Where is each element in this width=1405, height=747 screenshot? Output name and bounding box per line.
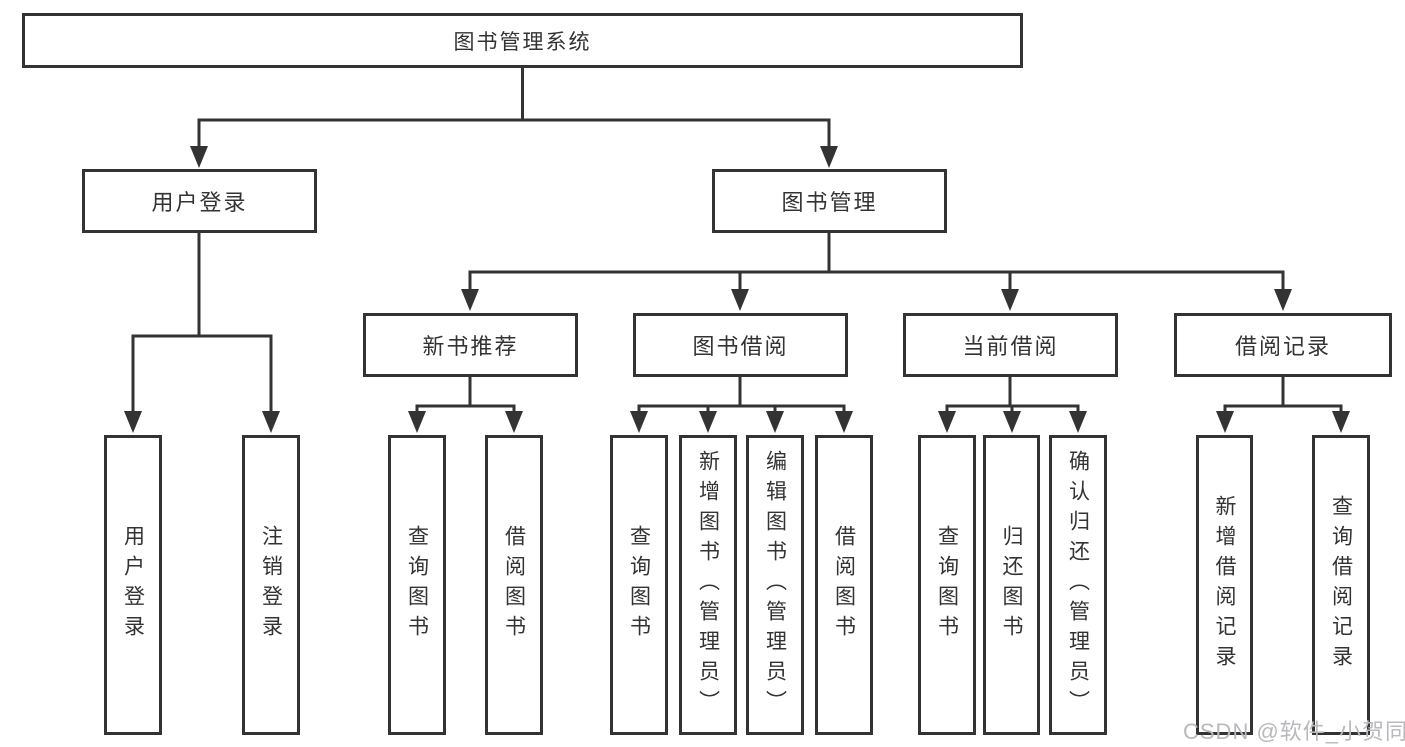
leaf-query-books-current: 查询图书 xyxy=(918,435,976,735)
node-user-login-label: 用户登录 xyxy=(151,190,248,215)
leaf-user-login-label: 用户登录 xyxy=(121,525,145,645)
leaf-confirm-return-admin: 确认归还（管理员） xyxy=(1049,435,1107,735)
leaf-query-books-recommend-label: 查询图书 xyxy=(405,525,429,645)
node-current-borrowing-label: 当前借阅 xyxy=(962,334,1059,359)
leaf-return-book: 归还图书 xyxy=(983,435,1040,735)
node-book-management-label: 图书管理 xyxy=(781,190,878,215)
node-new-book-recommend-label: 新书推荐 xyxy=(422,334,519,359)
leaf-query-books-recommend: 查询图书 xyxy=(388,435,446,735)
connector-records-to-leaves xyxy=(1223,377,1343,413)
leaf-confirm-return-admin-label: 确认归还（管理员） xyxy=(1066,450,1090,720)
watermark: CSDN @软件_小贺同学 xyxy=(1183,719,1405,744)
connector-bookmgmt-to-level3 xyxy=(468,233,1285,292)
arrowheads xyxy=(124,146,1350,433)
leaf-query-borrow-record-label: 查询借阅记录 xyxy=(1329,495,1353,675)
leaf-logout: 注销登录 xyxy=(242,435,300,735)
leaf-user-login: 用户登录 xyxy=(104,435,162,735)
leaf-query-books-borrowing-label: 查询图书 xyxy=(627,525,651,645)
node-book-management: 图书管理 xyxy=(712,169,947,233)
node-root-label: 图书管理系统 xyxy=(453,30,592,54)
leaf-add-book-admin-label: 新增图书（管理员） xyxy=(696,450,720,720)
leaf-edit-book-admin-label: 编辑图书（管理员） xyxy=(763,450,787,720)
connector-root-to-level2 xyxy=(197,68,831,150)
leaf-borrow-books-recommend: 借阅图书 xyxy=(485,435,543,735)
connector-userlogin-to-leaves xyxy=(131,233,273,413)
leaf-add-book-admin: 新增图书（管理员） xyxy=(679,435,737,735)
node-book-borrowing: 图书借阅 xyxy=(633,313,848,377)
leaf-add-borrow-record: 新增借阅记录 xyxy=(1196,435,1253,735)
connector-newbooks-to-leaves xyxy=(415,377,516,413)
leaf-borrow-books-recommend-label: 借阅图书 xyxy=(502,525,526,645)
node-borrow-records: 借阅记录 xyxy=(1174,313,1392,377)
leaf-query-books-current-label: 查询图书 xyxy=(935,525,959,645)
leaf-add-borrow-record-label: 新增借阅记录 xyxy=(1213,495,1237,675)
leaf-borrow-books-borrowing-label: 借阅图书 xyxy=(832,525,856,645)
leaf-logout-label: 注销登录 xyxy=(259,525,283,645)
node-book-borrowing-label: 图书借阅 xyxy=(692,334,789,359)
connector-borrowing-to-leaves xyxy=(637,375,846,413)
node-new-book-recommend: 新书推荐 xyxy=(363,313,578,377)
leaf-borrow-books-borrowing: 借阅图书 xyxy=(815,435,873,735)
leaf-edit-book-admin: 编辑图书（管理员） xyxy=(746,435,804,735)
node-root: 图书管理系统 xyxy=(22,13,1023,68)
leaf-return-book-label: 归还图书 xyxy=(1000,525,1024,645)
node-current-borrowing: 当前借阅 xyxy=(903,313,1118,377)
leaf-query-borrow-record: 查询借阅记录 xyxy=(1312,435,1370,735)
node-user-login: 用户登录 xyxy=(82,169,317,233)
connector-current-to-leaves xyxy=(945,377,1080,413)
node-borrow-records-label: 借阅记录 xyxy=(1234,334,1331,359)
leaf-query-books-borrowing: 查询图书 xyxy=(610,435,668,735)
